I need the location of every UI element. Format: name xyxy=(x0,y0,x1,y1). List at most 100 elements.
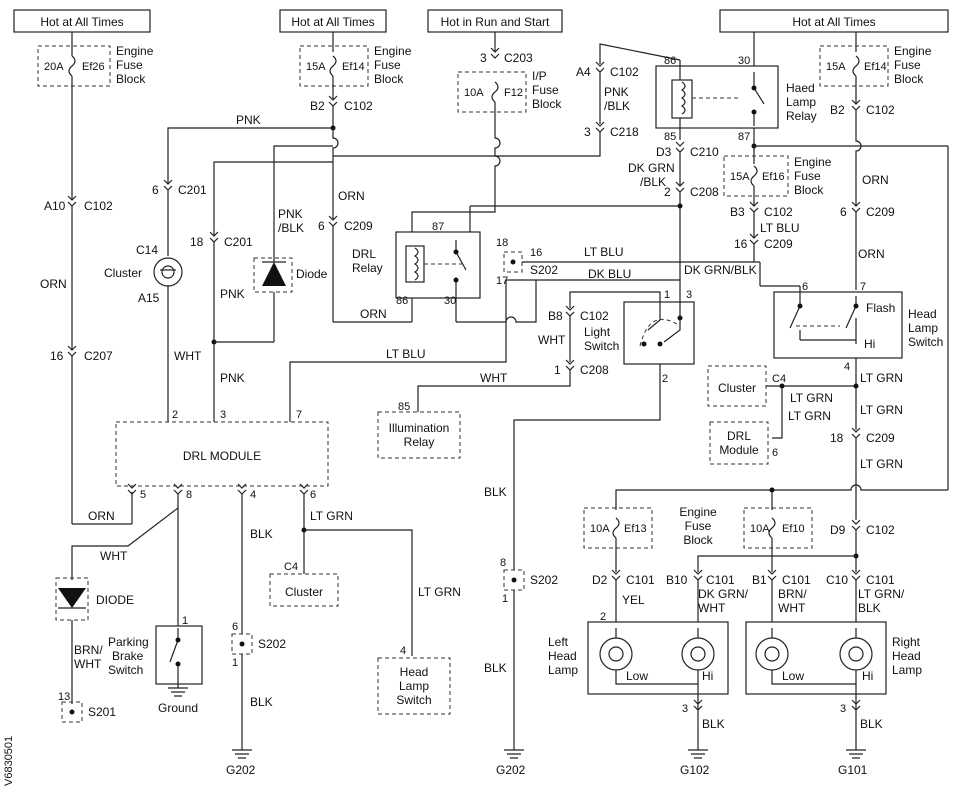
right-cluster-drl: LT GRN LT GRN Cluster C4 LT GRN LT GRN D… xyxy=(707,358,903,520)
svg-text:BLK: BLK xyxy=(250,695,273,709)
svg-text:85: 85 xyxy=(664,131,676,143)
svg-text:86: 86 xyxy=(396,295,408,307)
svg-text:C102: C102 xyxy=(764,205,793,219)
svg-text:LT GRN: LT GRN xyxy=(860,457,903,471)
drl-module: DRL MODULE 2 3 7 5 8 4 6 xyxy=(115,409,329,501)
svg-text:C101: C101 xyxy=(782,573,811,587)
diode-top: Diode xyxy=(253,257,328,342)
fuse-f12-icon xyxy=(491,81,499,103)
svg-text:10A: 10A xyxy=(590,523,610,535)
svg-text:2: 2 xyxy=(172,409,178,421)
svg-text:BRN/WHT: BRN/WHT xyxy=(74,643,103,671)
svg-text:Low: Low xyxy=(626,669,648,683)
top-label-1: Hot at All Times xyxy=(13,9,151,33)
svg-text:13: 13 xyxy=(58,691,70,703)
fuse-ef26-icon xyxy=(68,55,76,77)
orn-to-drl-relay: 6 C209 ORN xyxy=(318,215,413,323)
svg-text:3: 3 xyxy=(686,289,692,301)
svg-text:LT GRN: LT GRN xyxy=(788,409,831,423)
svg-text:15A: 15A xyxy=(730,171,750,183)
lt-blu-module: LT BLU xyxy=(289,279,536,420)
svg-text:C201: C201 xyxy=(224,235,253,249)
light-switch-ground: BLK 8 1 S202 BLK G202 xyxy=(484,376,661,777)
svg-text:5: 5 xyxy=(140,489,146,501)
svg-text:S201: S201 xyxy=(88,705,116,719)
svg-text:C4: C4 xyxy=(772,373,786,385)
svg-text:A15: A15 xyxy=(138,291,160,305)
svg-text:4: 4 xyxy=(844,361,850,373)
svg-text:C101: C101 xyxy=(706,573,735,587)
top-label-4: Hot at All Times xyxy=(719,9,949,33)
svg-text:DK BLU: DK BLU xyxy=(588,267,631,281)
svg-text:85: 85 xyxy=(398,401,410,413)
svg-text:C101: C101 xyxy=(866,573,895,587)
svg-text:86: 86 xyxy=(664,55,676,67)
pnk-blk-relay-feed: A4 C102 PNK/BLK 3 C218 xyxy=(333,43,681,157)
svg-text:C10: C10 xyxy=(826,573,848,587)
dk-blu-circuit: DK BLU DK GRN/BLK xyxy=(536,263,757,281)
svg-text:C203: C203 xyxy=(504,51,533,65)
svg-text:C208: C208 xyxy=(580,363,609,377)
svg-text:3: 3 xyxy=(840,703,846,715)
svg-text:7: 7 xyxy=(296,409,302,421)
fuse-ef26-box xyxy=(37,45,111,87)
svg-text:BLK: BLK xyxy=(702,717,725,731)
svg-text:1: 1 xyxy=(182,615,188,627)
svg-text:DK GRN/BLK: DK GRN/BLK xyxy=(684,263,757,277)
svg-text:Hi: Hi xyxy=(864,337,875,351)
svg-text:1: 1 xyxy=(232,657,238,669)
svg-text:Flash: Flash xyxy=(866,301,895,315)
svg-text:16: 16 xyxy=(50,349,64,363)
svg-text:7: 7 xyxy=(860,281,866,293)
svg-text:B2: B2 xyxy=(310,99,325,113)
svg-text:D9: D9 xyxy=(830,523,846,537)
fuse-ef14b-icon xyxy=(852,55,860,77)
svg-text:C201: C201 xyxy=(178,183,207,197)
svg-text:1: 1 xyxy=(664,289,670,301)
svg-text:8: 8 xyxy=(500,557,506,569)
pin4-ground: BLK 6 1 S202 BLK G202 xyxy=(226,494,286,777)
svg-text:15A: 15A xyxy=(306,61,326,73)
svg-text:3: 3 xyxy=(220,409,226,421)
svg-text:C102: C102 xyxy=(344,99,373,113)
svg-text:G102: G102 xyxy=(680,763,710,777)
svg-text:LT GRN: LT GRN xyxy=(860,403,903,417)
svg-text:15A: 15A xyxy=(826,61,846,73)
svg-text:F12: F12 xyxy=(504,87,523,99)
pin8-circuit: WHT DIODE BRN/WHT 13 S201 xyxy=(55,494,179,723)
svg-text:DK GRN/WHT: DK GRN/WHT xyxy=(698,587,749,615)
svg-text:18: 18 xyxy=(496,237,508,249)
svg-text:Ef10: Ef10 xyxy=(782,523,805,535)
svg-text:LT BLU: LT BLU xyxy=(760,221,800,235)
svg-text:G101: G101 xyxy=(838,763,868,777)
svg-text:B8: B8 xyxy=(548,309,563,323)
svg-text:Cluster: Cluster xyxy=(104,266,142,280)
svg-text:2: 2 xyxy=(600,611,606,623)
svg-text:Ground: Ground xyxy=(158,701,198,715)
svg-text:C14: C14 xyxy=(136,243,158,257)
svg-text:6: 6 xyxy=(152,183,159,197)
svg-text:87: 87 xyxy=(432,221,444,233)
svg-text:C102: C102 xyxy=(610,65,639,79)
svg-text:LT GRN/BLK: LT GRN/BLK xyxy=(858,587,905,615)
svg-text:ORN: ORN xyxy=(862,173,889,187)
top-label-3: Hot in Run and Start xyxy=(427,9,563,33)
svg-text:C210: C210 xyxy=(690,145,719,159)
svg-text:G202: G202 xyxy=(496,763,526,777)
s202-top: 18 16 17 S202 LT BLU xyxy=(496,237,760,287)
